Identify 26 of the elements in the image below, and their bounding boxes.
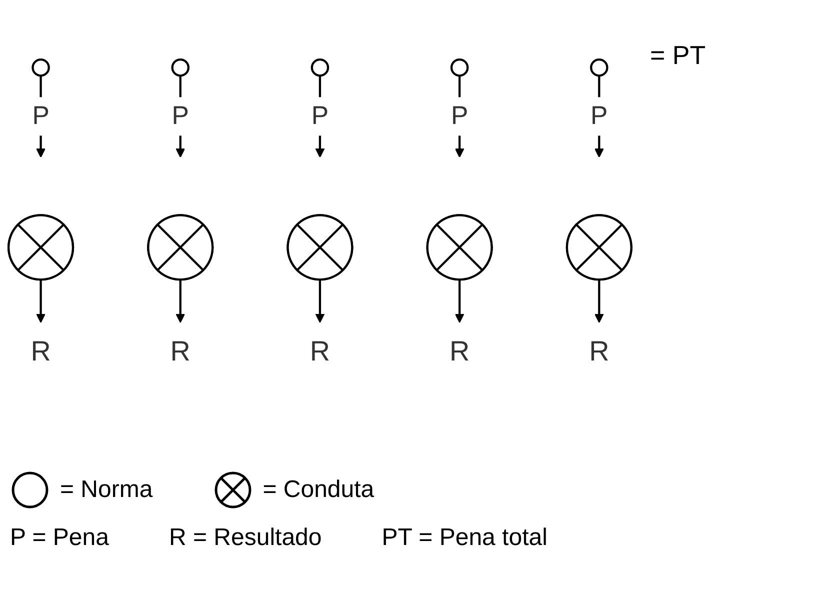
edge-label: P — [450, 101, 468, 130]
node-text: R — [170, 334, 190, 368]
node-text: R — [589, 334, 610, 368]
node-circle — [450, 58, 469, 77]
legend-text: = Norma — [60, 476, 153, 504]
edge-label: P — [590, 101, 608, 130]
arrow — [315, 280, 325, 323]
arrow — [454, 280, 464, 323]
node-text: R — [310, 334, 330, 368]
edge-label: P — [311, 101, 329, 130]
edge-label: P — [32, 101, 50, 130]
node-circle — [171, 58, 190, 77]
node-circle — [310, 58, 330, 77]
arrow — [594, 280, 604, 323]
definition-text: PT = Pena total — [382, 524, 548, 552]
edge-label: P — [172, 101, 189, 130]
node-circle — [32, 58, 50, 77]
definition-text: P = Pena — [10, 524, 109, 552]
node-circle — [590, 58, 608, 77]
node-text: R — [449, 334, 470, 368]
arrow — [36, 280, 46, 323]
legend-text: = Conduta — [262, 476, 374, 504]
definition-text: R = Resultado — [168, 524, 322, 552]
node-text: R — [30, 334, 51, 368]
arrow — [176, 280, 186, 323]
equation-text: = PT — [650, 40, 706, 70]
